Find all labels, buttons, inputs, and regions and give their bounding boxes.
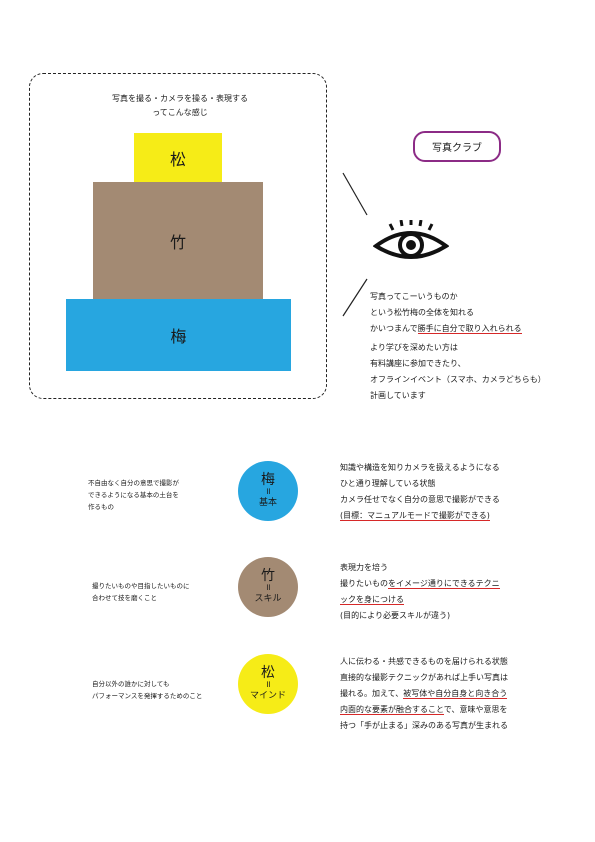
- ume-circle: 梅 ॥ 基本: [238, 461, 298, 521]
- detail-line: 表現力を培う: [340, 563, 388, 572]
- detail-line: (目的により必要スキルが違う): [340, 611, 451, 620]
- intro-line: ってこんな感じ: [152, 108, 208, 117]
- desc-line: オフラインイベント（スマホ、カメラどちらも）: [370, 375, 546, 384]
- detail-line: ックを身につける: [340, 592, 500, 608]
- detail-underlined: をイメージ通りにできるテクニ: [388, 579, 500, 589]
- pyramid-tier-matsu: 松: [134, 133, 222, 182]
- circle-kanji: 梅: [261, 471, 275, 488]
- detail-line: 持つ「手が止まる」深みのある写真が生まれる: [340, 721, 508, 730]
- detail-underlined: (目標：マニュアルモードで撮影ができる): [340, 511, 490, 521]
- detail-line: (目標：マニュアルモードで撮影ができる): [340, 508, 500, 524]
- desc-line: 写真ってこーいうものか: [370, 292, 458, 301]
- detail-text: 撮れる。加えて、: [340, 689, 404, 698]
- circle-word: スキル: [254, 594, 282, 605]
- detail-underlined: ックを身につける: [340, 595, 404, 605]
- circle-equals: ॥: [265, 583, 271, 594]
- circle-word: マインド: [249, 691, 286, 702]
- ume-detail: 知識や構造を知りカメラを扱えるようになる ひと通り理解している状態 カメラ任せで…: [340, 460, 500, 524]
- take-detail: 表現力を培う 撮りたいものをイメージ通りにできるテクニ ックを身につける (目的…: [340, 560, 500, 624]
- summary-line: 作るもの: [88, 503, 114, 511]
- pyramid-tier-ume: 梅: [66, 299, 291, 371]
- detail-line: カメラ任せでなく自分の意思で撮影ができる: [340, 495, 500, 504]
- detail-underlined: 被写体や自分自身と向き合う: [403, 689, 508, 699]
- circle-equals: ॥: [265, 680, 271, 691]
- ume-summary: 不自由なく自分の意思で撮影が できるようになる基本の土台を 作るもの: [88, 477, 179, 513]
- advanced-description: より学びを深めたい方は 有料講座に参加できたり、 オフラインイベント（スマホ、カ…: [370, 340, 546, 404]
- pyramid-frame: [29, 73, 327, 399]
- detail-line: 人に伝わる・共感できるものを届けられる状態: [340, 657, 508, 666]
- matsu-circle: 松 ॥ マインド: [238, 654, 298, 714]
- summary-line: できるようになる基本の土台を: [88, 491, 179, 499]
- desc-line: 有料講座に参加できたり、: [370, 359, 466, 368]
- detail-underlined: 内面的な要素が融合すること: [340, 705, 444, 715]
- connector-line-lower: [342, 278, 368, 317]
- circle-equals: ॥: [265, 487, 271, 498]
- circle-word: 基本: [258, 498, 277, 509]
- intro-line: 写真を撮る・カメラを操る・表現する: [112, 94, 248, 103]
- pyramid-tier-take: 竹: [93, 182, 263, 299]
- detail-text: 撮りたいもの: [340, 579, 388, 588]
- eye-icon: [373, 220, 449, 259]
- desc-line: 計画しています: [370, 391, 426, 400]
- tier-label: 松: [169, 149, 186, 169]
- summary-line: 撮りたいものや目指したいものに: [92, 582, 190, 590]
- take-summary: 撮りたいものや目指したいものに 合わせて技を磨くこと: [92, 580, 190, 604]
- detail-line: ひと通り理解している状態: [340, 479, 436, 488]
- desc-line: より学びを深めたい方は: [370, 343, 458, 352]
- take-circle: 竹 ॥ スキル: [238, 557, 298, 617]
- desc-underlined: 勝手に自分で取り入れられる: [417, 324, 522, 334]
- summary-line: 不自由なく自分の意思で撮影が: [88, 479, 179, 487]
- circle-kanji: 松: [261, 664, 275, 681]
- pyramid-intro: 写真を撮る・カメラを操る・表現する ってこんな感じ: [60, 92, 300, 120]
- detail-line: 直接的な撮影テクニックがあれば上手い写真は: [340, 673, 508, 682]
- matsu-detail: 人に伝わる・共感できるものを届けられる状態 直接的な撮影テクニックがあれば上手い…: [340, 654, 508, 734]
- summary-line: 自分以外の誰かに対しても: [92, 680, 170, 688]
- tier-label: 梅: [170, 327, 187, 346]
- club-label: 写真クラブ: [432, 143, 482, 154]
- matsu-summary: 自分以外の誰かに対しても パフォーマンスを発揮するためのこと: [92, 678, 202, 702]
- summary-line: 合わせて技を磨くこと: [92, 594, 157, 602]
- desc-text: かいつまんで: [370, 324, 418, 333]
- connector-line-upper: [342, 172, 368, 216]
- detail-line: 撮れる。加えて、被写体や自分自身と向き合う: [340, 686, 508, 702]
- detail-text: で、意味や意思を: [443, 705, 508, 714]
- circle-kanji: 竹: [261, 567, 275, 584]
- summary-line: パフォーマンスを発揮するためのこと: [92, 692, 203, 700]
- detail-line: 内面的な要素が融合することで、意味や意思を: [340, 702, 508, 718]
- photo-club-badge: 写真クラブ: [413, 131, 501, 162]
- desc-line: という松竹梅の全体を知れる: [370, 308, 474, 317]
- tier-label: 竹: [169, 232, 186, 252]
- detail-line: 知識や構造を知りカメラを扱えるようになる: [340, 463, 500, 472]
- desc-line: かいつまんで勝手に自分で取り入れられる: [370, 321, 522, 337]
- detail-line: 撮りたいものをイメージ通りにできるテクニ: [340, 576, 500, 592]
- club-description: 写真ってこーいうものか という松竹梅の全体を知れる かいつまんで勝手に自分で取り…: [370, 289, 522, 337]
